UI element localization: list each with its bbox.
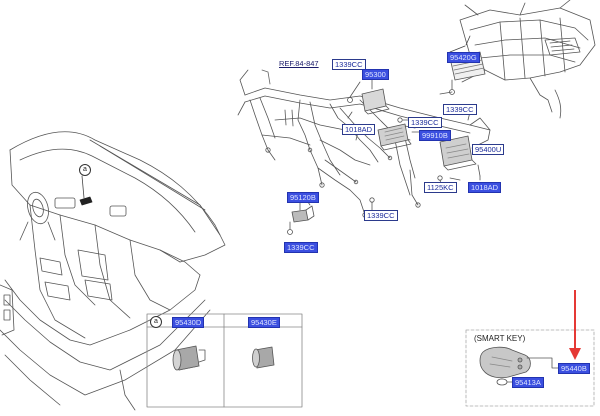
label-1339cc-e[interactable]: 1339CC <box>284 242 318 253</box>
label-95413a[interactable]: 95413A <box>512 377 544 388</box>
label-95400u[interactable]: 95400U <box>472 144 505 155</box>
label-95420g[interactable]: 95420G <box>447 52 480 63</box>
smart-key-fob-illustration <box>479 346 531 379</box>
label-1018ad-a[interactable]: 1018AD <box>342 124 376 135</box>
label-1018ad-b[interactable]: 1018AD <box>468 182 502 193</box>
label-95430e[interactable]: 95430E <box>248 317 280 328</box>
label-95430d[interactable]: 95430D <box>172 317 205 328</box>
detail-a-marker: a <box>150 316 162 328</box>
label-1339cc-b[interactable]: 1339CC <box>443 104 477 115</box>
part-95430d-illustration <box>172 345 206 371</box>
label-1339cc-d[interactable]: 1339CC <box>364 210 398 221</box>
part-95430e-illustration <box>252 346 275 369</box>
label-1339cc-c[interactable]: 1339CC <box>408 117 442 128</box>
label-95300[interactable]: 95300 <box>362 69 389 80</box>
label-95120b[interactable]: 95120B <box>287 192 319 203</box>
dashboard-illustration <box>0 131 226 411</box>
label-1339cc-a[interactable]: 1339CC <box>332 59 366 70</box>
label-99910b[interactable]: 99910B <box>419 130 451 141</box>
label-1125kc[interactable]: 1125KC <box>424 182 457 193</box>
label-95440b[interactable]: 95440B <box>558 363 590 374</box>
marker-a: a <box>79 164 91 176</box>
label-ref-84-847[interactable]: REF.84-847 <box>276 58 322 69</box>
red-arrow-icon <box>569 290 581 360</box>
smart-key-title: (SMART KEY) <box>474 334 526 343</box>
hvac-unit-illustration <box>459 0 596 119</box>
